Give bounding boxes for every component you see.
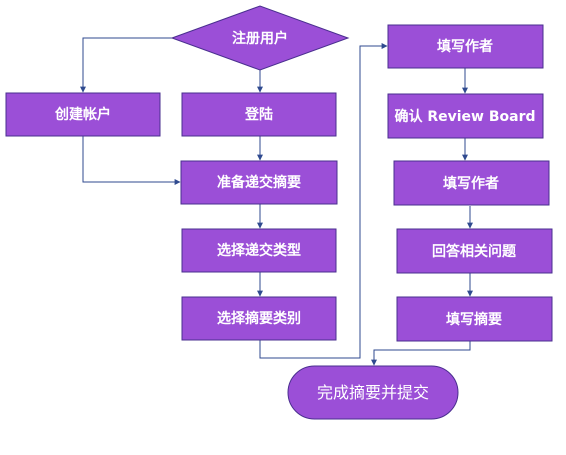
node-complete-submit-label: 完成摘要并提交 xyxy=(317,383,429,402)
node-prepare-summary: 准备递交摘要 xyxy=(180,160,338,205)
node-register: 注册用户 xyxy=(170,5,350,71)
node-login: 登陆 xyxy=(181,92,337,137)
process-box xyxy=(181,92,337,137)
node-answer-questions: 回答相关问题 xyxy=(396,228,553,274)
node-fill-author-1: 填写作者 xyxy=(387,24,544,69)
terminal-shape xyxy=(287,365,459,420)
node-fill-author-2-label: 填写作者 xyxy=(443,175,499,192)
node-select-type-label: 选择递交类型 xyxy=(217,242,301,259)
node-register-label: 注册用户 xyxy=(232,30,288,47)
node-fill-author-2: 填写作者 xyxy=(393,160,550,206)
node-select-category-label: 选择摘要类别 xyxy=(217,310,301,327)
process-box xyxy=(5,92,161,137)
node-answer-questions-label: 回答相关问题 xyxy=(432,243,517,260)
node-create-account: 创建帐户 xyxy=(5,92,161,137)
process-box xyxy=(393,160,550,206)
decision-diamond xyxy=(170,5,350,71)
process-box xyxy=(181,296,337,341)
edges xyxy=(80,37,473,366)
process-box xyxy=(181,228,337,273)
node-fill-summary-label: 填写摘要 xyxy=(446,311,502,328)
node-prepare-summary-label: 准备递交摘要 xyxy=(217,174,301,191)
edge-fill-summary-to-complete xyxy=(371,341,471,366)
process-box xyxy=(396,296,553,342)
process-box xyxy=(180,160,338,205)
node-complete-submit: 完成摘要并提交 xyxy=(287,365,459,420)
node-select-category: 选择摘要类别 xyxy=(181,296,337,341)
node-create-account-label: 创建帐户 xyxy=(54,106,111,123)
node-fill-author-1-label: 填写作者 xyxy=(437,38,493,55)
process-box xyxy=(396,228,553,274)
node-confirm-review-board-label: 确认 Review Board xyxy=(394,108,535,125)
edge-category-to-fill-author xyxy=(259,43,388,359)
node-select-type: 选择递交类型 xyxy=(181,228,337,273)
edge-register-to-create-account xyxy=(80,37,172,93)
process-box xyxy=(387,93,544,139)
node-fill-summary: 填写摘要 xyxy=(396,296,553,342)
node-confirm-review-board: 确认 Review Board xyxy=(387,93,544,139)
node-login-label: 登陆 xyxy=(244,106,273,123)
process-box xyxy=(387,24,544,69)
edge-create-account-to-prepare xyxy=(82,136,181,185)
